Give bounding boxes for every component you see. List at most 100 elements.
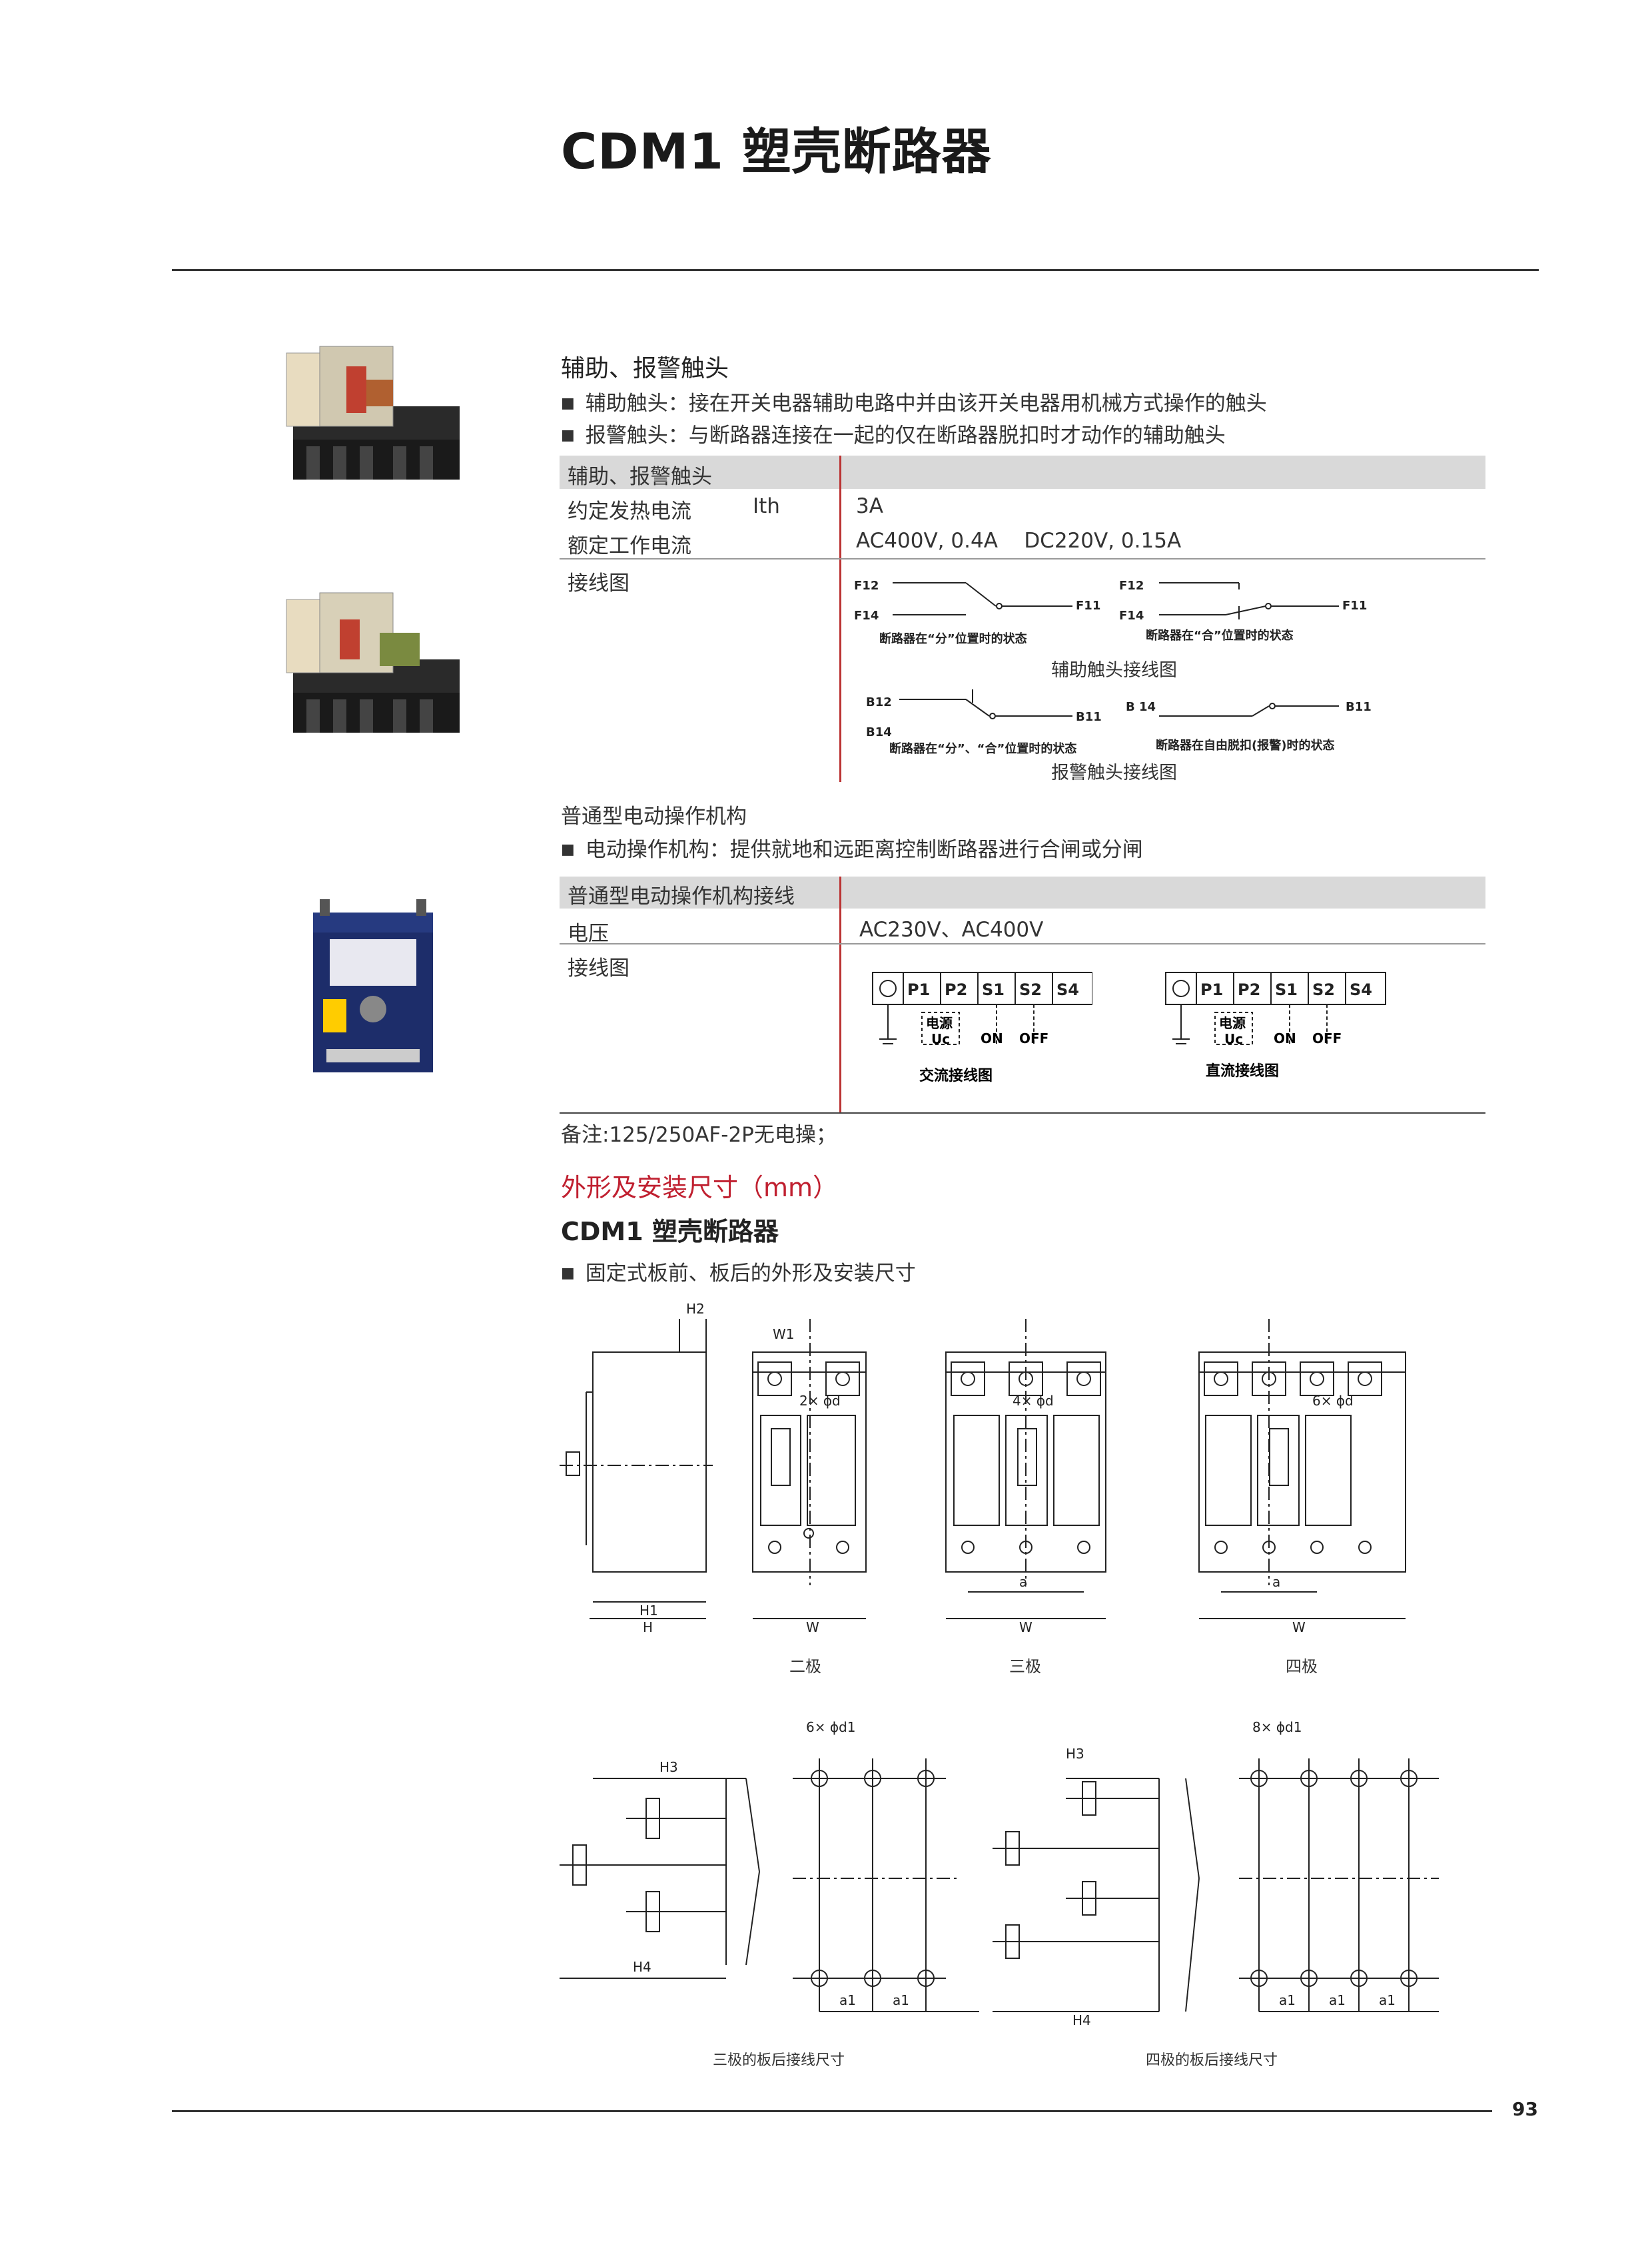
motor-row-line (560, 943, 1485, 944)
aux-diagram-caption: 辅助触头接线图 (1051, 660, 1177, 681)
bottom-divider (172, 2110, 1492, 2112)
motor-heading: 普通型电动操作机构 (561, 805, 747, 829)
svg-text:H4: H4 (633, 1959, 651, 1975)
svg-text:OFF: OFF (1312, 1030, 1342, 1046)
svg-text:F14: F14 (1119, 609, 1144, 623)
svg-text:H4: H4 (1072, 2012, 1091, 2028)
motor-table-divider (839, 877, 841, 1114)
motor-table-header: 普通型电动操作机构接线 (568, 885, 795, 909)
svg-text:P2: P2 (945, 980, 967, 999)
svg-text:OFF: OFF (1019, 1030, 1048, 1046)
svg-text:电源: 电源 (926, 1015, 953, 1031)
svg-text:S2: S2 (1019, 980, 1042, 999)
rated-current-label: 额定工作电流 (568, 534, 691, 558)
aux-bullet-1: 辅助触头：接在开关电器辅助电路中并由该开关电器用机械方式操作的触头 (561, 386, 1267, 416)
svg-text:断路器在“合”位置时的状态: 断路器在“合”位置时的状态 (1146, 628, 1294, 643)
svg-text:Uc: Uc (1224, 1031, 1243, 1047)
svg-text:a1: a1 (1279, 1992, 1296, 2008)
ith-label: 约定发热电流 (568, 500, 691, 524)
svg-text:三极的板后接线尺寸: 三极的板后接线尺寸 (713, 2052, 845, 2069)
aux-wiring-diagram: F12 F14 F11 F12 F14 F11 断路器在“分”位置时的状态 断路… (854, 579, 1367, 646)
ith-value: 3A (856, 494, 883, 518)
svg-text:H3: H3 (659, 1759, 678, 1775)
svg-text:三极: 三极 (1009, 1657, 1041, 1676)
aux-bullet-2: 报警触头：与断路器连接在一起的仅在断路器脱扣时才动作的辅助触头 (561, 418, 1226, 448)
svg-text:B 14: B 14 (1126, 700, 1156, 714)
motor-table-header-bg (560, 877, 1485, 909)
voltage-label: 电压 (568, 922, 609, 946)
svg-text:二极: 二极 (789, 1657, 821, 1676)
svg-text:W1: W1 (773, 1326, 795, 1342)
rated-current-value: AC400V, 0.4A DC220V, 0.15A (856, 529, 1182, 553)
svg-text:四极: 四极 (1286, 1657, 1318, 1676)
svg-text:ON: ON (981, 1030, 1003, 1046)
aux-heading: 辅助、报警触头 (561, 355, 729, 382)
motor-table-bottom (560, 1112, 1485, 1114)
svg-text:P1: P1 (907, 980, 930, 999)
svg-text:a1: a1 (893, 1992, 909, 2008)
svg-text:W: W (806, 1619, 819, 1635)
svg-text:F12: F12 (854, 579, 879, 593)
dims-bullet: 固定式板前、板后的外形及安装尺寸 (561, 1256, 916, 1286)
svg-text:断路器在自由脱扣(报警)时的状态: 断路器在自由脱扣(报警)时的状态 (1156, 738, 1334, 753)
page-number: 93 (1512, 2098, 1538, 2120)
aux-table-header-bg (560, 456, 1485, 489)
motor-operator-photo (313, 899, 433, 1072)
svg-text:交流接线图: 交流接线图 (919, 1067, 993, 1084)
svg-text:H3: H3 (1066, 1746, 1084, 1762)
svg-text:B11: B11 (1346, 700, 1372, 714)
motor-note: 备注:125/250AF-2P无电操； (561, 1123, 837, 1147)
alarm-contact-photo (286, 592, 460, 733)
svg-text:电源: 电源 (1219, 1015, 1246, 1031)
svg-text:断路器在“分”位置时的状态: 断路器在“分”位置时的状态 (879, 631, 1027, 646)
svg-text:H: H (643, 1619, 653, 1635)
svg-text:P1: P1 (1200, 980, 1223, 999)
ac-wiring-diagram: P1 P2 S1 S2 S4 电源 Uc ON OFF 交流接线图 (872, 972, 1092, 1084)
aux-table-header: 辅助、报警触头 (568, 465, 712, 489)
alarm-wiring-diagram: B12 B14 B11 B 14 B11 断路器在“分”、“合”位置时的状态 断… (866, 689, 1372, 756)
svg-text:a1: a1 (1329, 1992, 1346, 2008)
svg-text:a1: a1 (839, 1992, 856, 2008)
svg-text:F11: F11 (1342, 599, 1367, 613)
svg-text:S4: S4 (1056, 980, 1079, 999)
svg-text:6× ϕd: 6× ϕd (1312, 1393, 1354, 1409)
svg-text:F14: F14 (854, 609, 879, 623)
motor-wiring-label: 接线图 (568, 956, 629, 980)
svg-text:6× ϕd1: 6× ϕd1 (806, 1719, 855, 1735)
svg-text:P2: P2 (1238, 980, 1260, 999)
svg-text:S1: S1 (1275, 980, 1298, 999)
dims-subtitle: CDM1 塑壳断路器 (561, 1217, 779, 1246)
svg-text:8× ϕd1: 8× ϕd1 (1252, 1719, 1302, 1735)
front-dimension-drawings: H1 H H2 W1 2× ϕd W 4× ϕd W a 6× ϕd W a 二… (560, 1301, 1406, 1676)
svg-text:四极的板后接线尺寸: 四极的板后接线尺寸 (1146, 2052, 1278, 2069)
top-divider (172, 269, 1539, 271)
svg-text:F11: F11 (1076, 599, 1100, 613)
svg-text:H2: H2 (686, 1301, 705, 1317)
svg-text:S4: S4 (1350, 980, 1372, 999)
svg-text:断路器在“分”、“合”位置时的状态: 断路器在“分”、“合”位置时的状态 (889, 741, 1076, 756)
svg-text:H1: H1 (639, 1603, 658, 1619)
svg-text:直流接线图: 直流接线图 (1206, 1062, 1279, 1080)
svg-text:W: W (1019, 1619, 1032, 1635)
svg-text:B14: B14 (866, 725, 892, 739)
svg-text:2× ϕd: 2× ϕd (799, 1393, 841, 1409)
dims-section-title: 外形及安装尺寸（mm） (561, 1173, 839, 1202)
svg-text:B12: B12 (866, 695, 892, 709)
svg-text:4× ϕd: 4× ϕd (1013, 1393, 1054, 1409)
motor-bullet: 电动操作机构：提供就地和远距离控制断路器进行合闸或分闸 (561, 833, 1143, 863)
page-title: CDM1 塑壳断路器 (561, 123, 992, 181)
svg-text:Uc: Uc (931, 1031, 950, 1047)
dc-wiring-diagram: P1 P2 S1 S2 S4 电源 Uc ON OFF 直流接线图 (1165, 972, 1386, 1080)
voltage-value: AC230V、AC400V (859, 918, 1044, 942)
aux-wiring-label: 接线图 (568, 571, 629, 595)
svg-text:S1: S1 (982, 980, 1005, 999)
svg-text:W: W (1292, 1619, 1306, 1635)
svg-text:a1: a1 (1379, 1992, 1396, 2008)
rear-connection-drawings: H3 H4 6× ϕd1 a1 a1 H3 H4 8× ϕd1 a1 a1 a1… (560, 1719, 1439, 2069)
svg-text:a: a (1019, 1574, 1027, 1590)
svg-text:B11: B11 (1076, 710, 1102, 724)
alarm-diagram-caption: 报警触头接线图 (1051, 763, 1177, 783)
aux-row-line (560, 558, 1485, 560)
aux-table-divider (839, 456, 841, 782)
svg-text:a: a (1272, 1574, 1280, 1590)
